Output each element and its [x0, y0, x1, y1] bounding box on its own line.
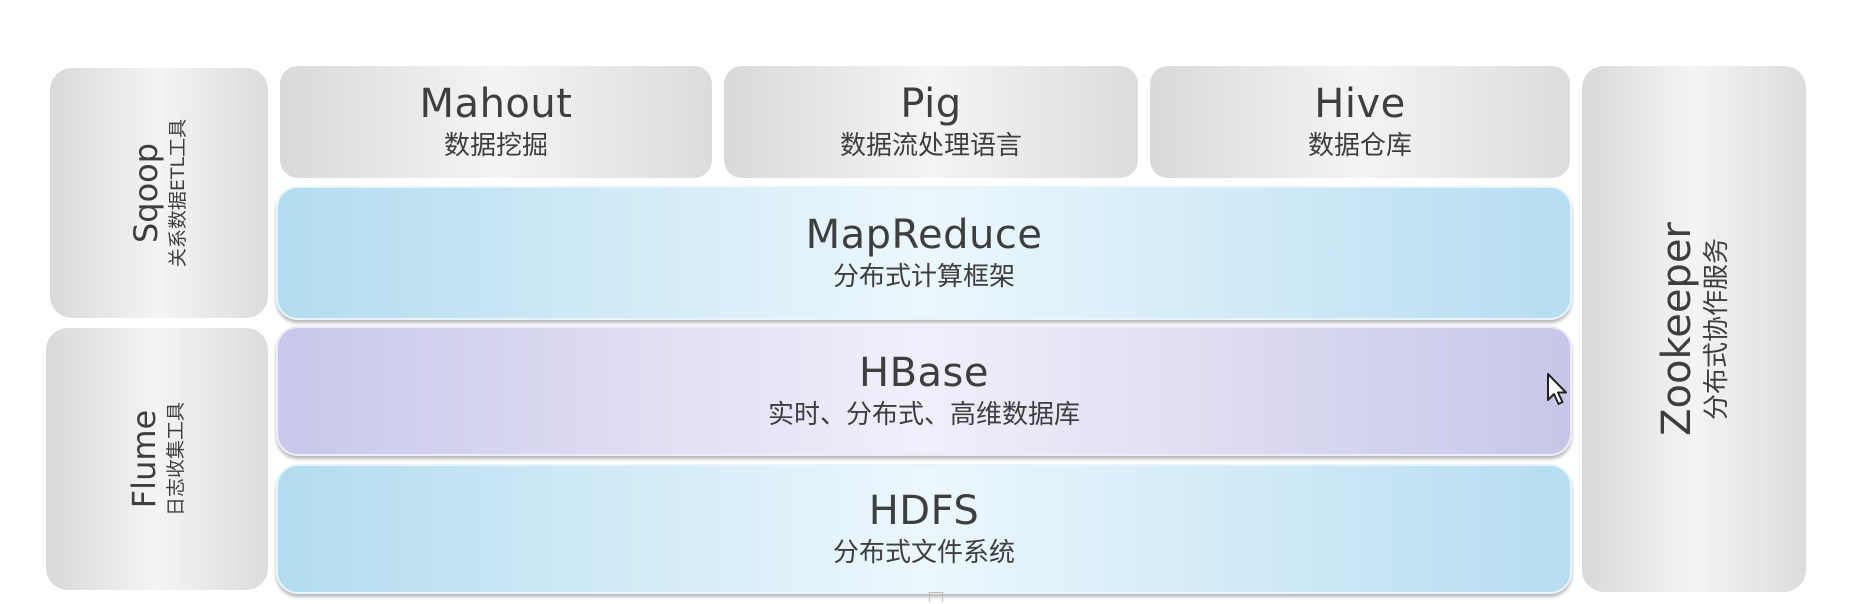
bottom-tick-mark	[929, 592, 943, 602]
mahout-subtitle: 数据挖掘	[443, 131, 548, 161]
pig-title: Pig	[900, 81, 962, 127]
flume-title: Flume	[125, 409, 163, 509]
mahout-box: Mahout 数据挖掘	[280, 66, 712, 178]
mapreduce-title: MapReduce	[805, 212, 1043, 258]
mapreduce-layer: MapReduce 分布式计算框架	[276, 186, 1572, 320]
hbase-title: HBase	[859, 350, 989, 396]
zookeeper-box: Zookeeper 分布式协作服务	[1582, 66, 1806, 592]
sqoop-label-group: Sqoop 关系数据ETL工具	[127, 119, 191, 267]
mahout-title: Mahout	[419, 81, 573, 127]
sqoop-subtitle: 关系数据ETL工具	[167, 118, 189, 268]
sqoop-title: Sqoop	[127, 142, 165, 244]
hive-subtitle: 数据仓库	[1307, 131, 1412, 161]
mapreduce-subtitle: 分布式计算框架	[832, 262, 1015, 292]
hbase-subtitle: 实时、分布式、高维数据库	[767, 400, 1080, 430]
hdfs-title: HDFS	[868, 488, 980, 534]
flume-subtitle: 日志收集工具	[165, 401, 187, 517]
hive-box: Hive 数据仓库	[1150, 66, 1570, 178]
zookeeper-title: Zookeeper	[1654, 222, 1700, 436]
pig-subtitle: 数据流处理语言	[839, 131, 1022, 161]
hbase-layer: HBase 实时、分布式、高维数据库	[276, 326, 1572, 456]
zookeeper-label-group: Zookeeper 分布式协作服务	[1654, 222, 1734, 436]
pig-box: Pig 数据流处理语言	[724, 66, 1138, 178]
sqoop-box: Sqoop 关系数据ETL工具	[50, 68, 268, 318]
mouse-pointer-icon	[1547, 373, 1567, 405]
hdfs-subtitle: 分布式文件系统	[832, 538, 1015, 568]
zookeeper-subtitle: 分布式协作服务	[1702, 238, 1732, 421]
flume-box: Flume 日志收集工具	[46, 328, 268, 590]
flume-label-group: Flume 日志收集工具	[125, 402, 189, 516]
hive-title: Hive	[1314, 81, 1406, 127]
hdfs-layer: HDFS 分布式文件系统	[276, 464, 1572, 594]
